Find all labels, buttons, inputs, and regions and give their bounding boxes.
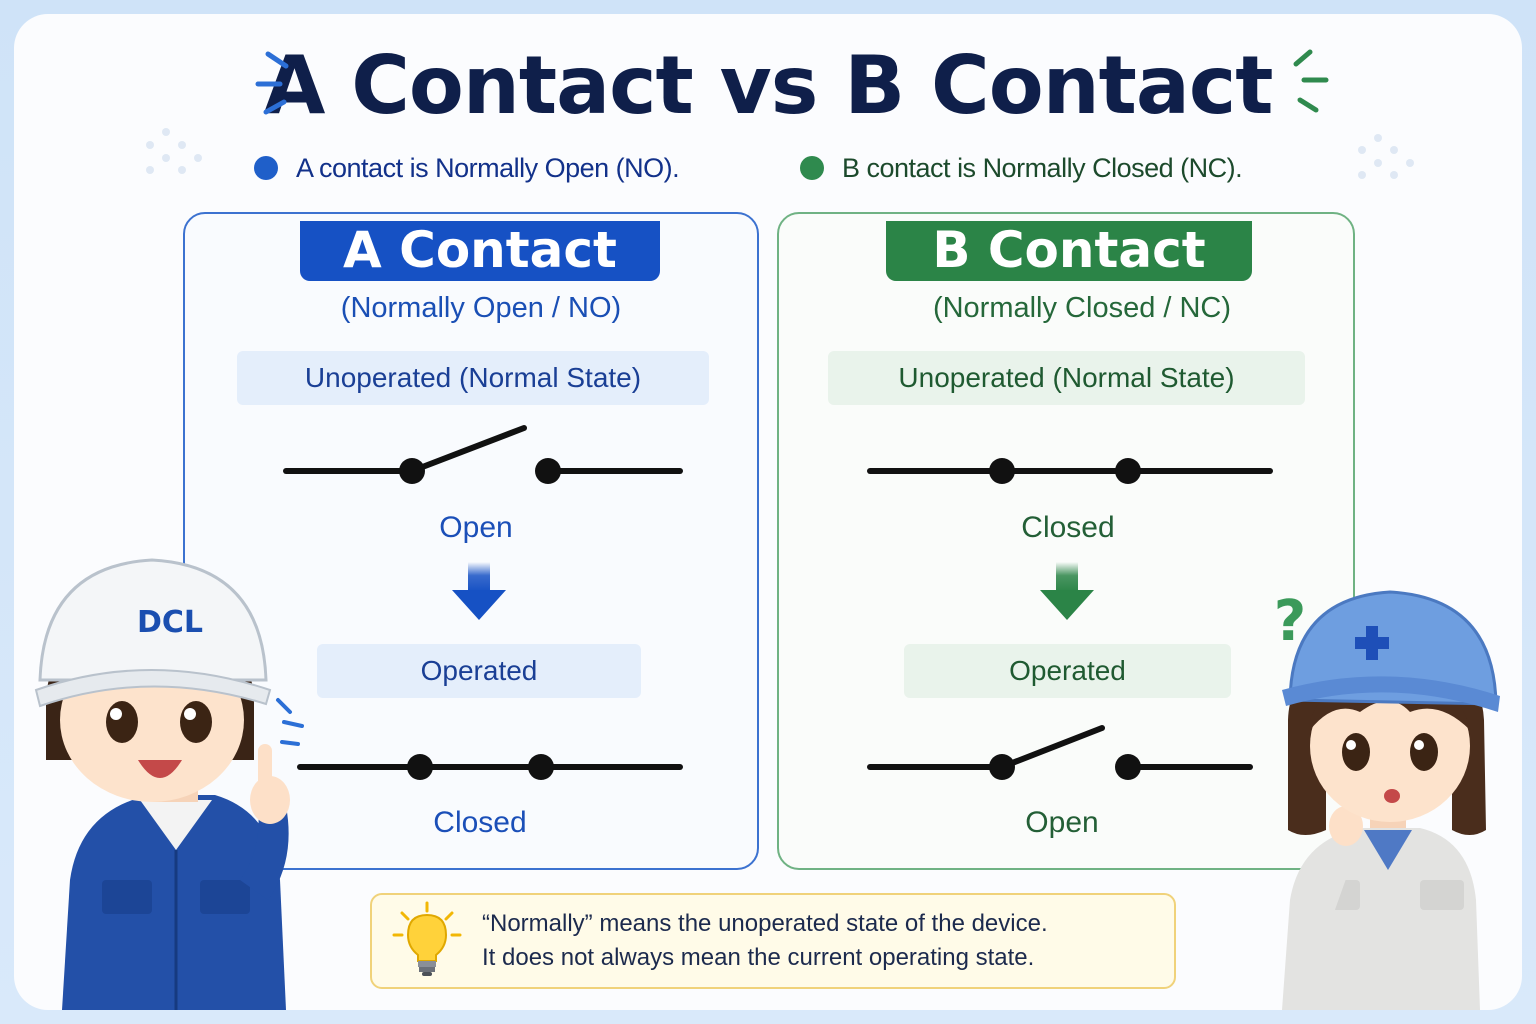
page-title: A Contact vs B Contact bbox=[263, 39, 1273, 132]
green-bullet-icon bbox=[800, 156, 824, 180]
b-unoperated-result: Closed bbox=[1021, 511, 1115, 544]
b-contact-panel bbox=[777, 212, 1355, 870]
b-contact-subtitle: (Normally Closed / NC) bbox=[932, 292, 1232, 324]
b-operated-label: Operated bbox=[904, 644, 1231, 698]
b-operated-result: Open bbox=[1025, 806, 1099, 839]
a-contact-tag: A Contact bbox=[300, 221, 660, 281]
a-closed-switch-symbol bbox=[297, 754, 683, 780]
intro-b-note: B contact is Normally Closed (NC). bbox=[800, 148, 1243, 188]
blue-bullet-icon bbox=[254, 156, 278, 180]
right-worker-character bbox=[1282, 590, 1500, 1010]
b-contact-tag: B Contact bbox=[886, 221, 1252, 281]
tip-line-2: It does not always mean the current oper… bbox=[482, 944, 1035, 971]
b-unoperated-label: Unoperated (Normal State) bbox=[828, 351, 1305, 405]
a-contact-subtitle: (Normally Open / NO) bbox=[340, 292, 622, 324]
tip-line-1: “Normally” means the unoperated state of… bbox=[482, 910, 1048, 937]
question-mark-icon: ? bbox=[1274, 589, 1306, 654]
a-open-switch-symbol bbox=[283, 425, 683, 484]
a-operated-result: Closed bbox=[433, 806, 527, 839]
helmet-text: DCL bbox=[137, 605, 203, 640]
b-open-switch-symbol bbox=[867, 725, 1253, 780]
lightbulb-icon bbox=[392, 901, 462, 976]
title-sparkle-left-icon bbox=[255, 51, 289, 115]
dot-pattern-right bbox=[1358, 134, 1414, 179]
b-closed-switch-symbol bbox=[867, 458, 1273, 484]
intro-a-note: A contact is Normally Open (NO). bbox=[254, 148, 680, 188]
title-sparkle-right-icon bbox=[1293, 49, 1329, 113]
a-unoperated-result: Open bbox=[439, 511, 513, 544]
exclaim-lines-icon bbox=[276, 698, 304, 746]
dot-pattern-left bbox=[146, 128, 202, 174]
left-worker-character: DCL bbox=[34, 558, 290, 1010]
a-unoperated-label: Unoperated (Normal State) bbox=[237, 351, 709, 405]
a-operated-label: Operated bbox=[317, 644, 641, 698]
b-down-arrow-icon bbox=[1040, 562, 1094, 620]
tip-box: “Normally” means the unoperated state of… bbox=[370, 893, 1176, 989]
a-contact-panel bbox=[183, 212, 759, 870]
a-down-arrow-icon bbox=[452, 562, 506, 620]
